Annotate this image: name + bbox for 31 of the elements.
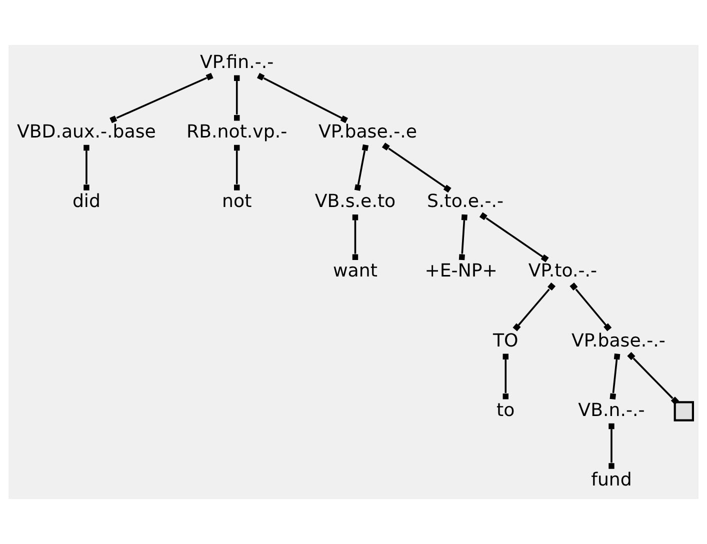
connector — [84, 144, 90, 190]
connector — [110, 72, 214, 124]
node-text: fund — [591, 470, 632, 491]
connector — [502, 354, 508, 400]
node-text: want — [333, 260, 378, 282]
connector — [382, 142, 452, 193]
node-text: not — [222, 191, 252, 212]
connector — [256, 72, 348, 124]
node-text: RB.not.vp.- — [186, 121, 288, 142]
node-text: VP.base.-.e — [318, 121, 418, 142]
node-text: VP.to.-.- — [528, 260, 598, 282]
connector — [479, 212, 549, 262]
node-text: VB.n.-.- — [578, 400, 645, 421]
node-text: TO — [492, 330, 518, 352]
connector — [610, 353, 620, 400]
node-text: +E-NP+ — [424, 260, 498, 282]
node-box — [674, 401, 694, 422]
node-text: VP.fin.-.- — [200, 52, 274, 73]
connector — [234, 75, 240, 121]
connector — [354, 144, 369, 191]
node-text: VBD.aux.-.base — [17, 121, 156, 142]
connector — [608, 423, 614, 469]
node-text: to — [496, 400, 515, 421]
connector — [512, 282, 556, 332]
node-text: did — [72, 191, 100, 212]
connector — [234, 144, 240, 190]
connector — [627, 352, 679, 405]
node-text: S.to.e.-.- — [426, 191, 504, 212]
node-text: VB.s.e.to — [314, 191, 396, 212]
node-text: VP.base.-.- — [571, 330, 666, 352]
connector — [570, 282, 612, 332]
